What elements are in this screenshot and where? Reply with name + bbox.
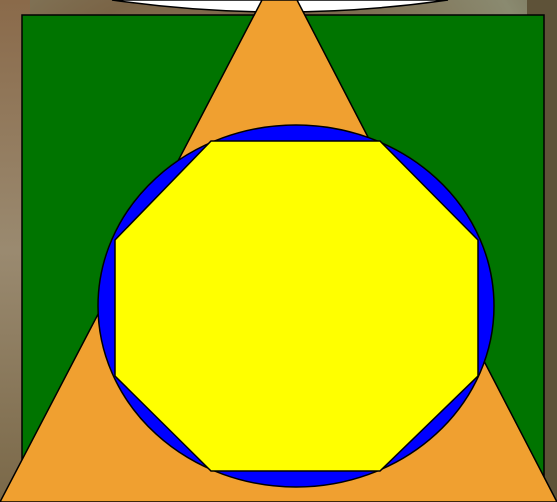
yellow-octagon — [115, 141, 478, 471]
